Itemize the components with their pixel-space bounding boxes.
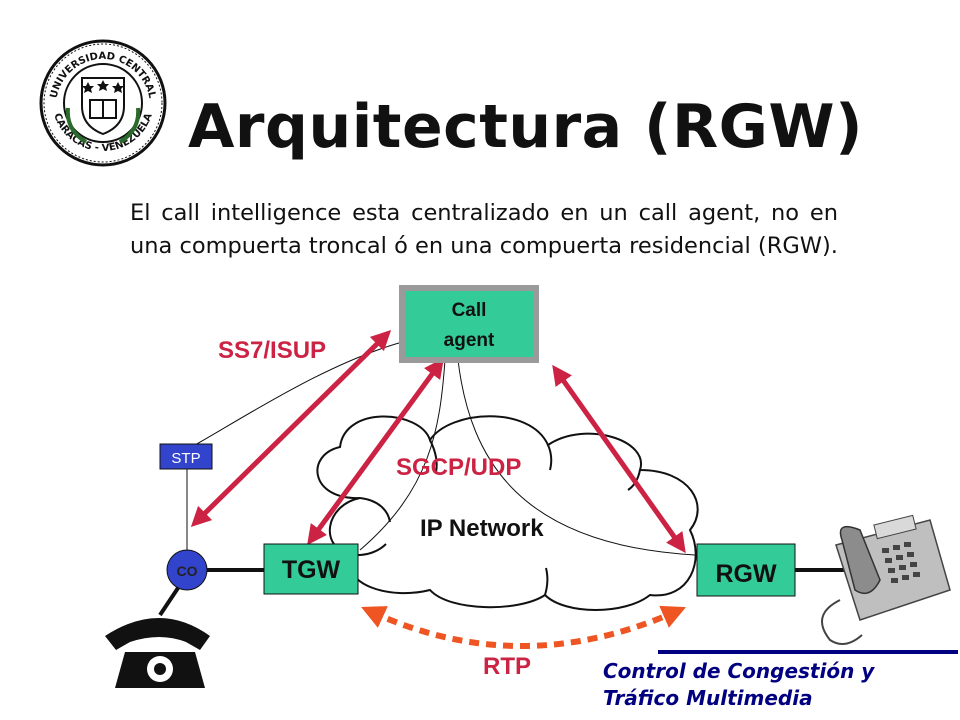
tgw-label: TGW [282, 556, 341, 584]
sgcp-arrow-rgw [552, 364, 686, 554]
description-text: El call intelligence esta centralizado e… [130, 200, 838, 259]
sgcp-arrow-tgw [307, 357, 444, 546]
rtp-label: RTP [483, 653, 531, 680]
ss7-isup-label: SS7/ISUP [218, 337, 326, 364]
ip-network-label: IP Network [420, 515, 544, 542]
rgw-label: RGW [715, 560, 777, 588]
footer-divider [658, 650, 958, 654]
stp-label: STP [171, 450, 200, 467]
footer-line-2: Tráfico Multimedia [603, 686, 813, 710]
call-agent-label-2: agent [444, 330, 495, 351]
stp-node: STP [159, 443, 213, 470]
call-agent-box: Call agent [399, 285, 539, 363]
footer-text: Control de Congestión y Tráfico Multimed… [603, 658, 960, 712]
co-node: CO [166, 549, 208, 591]
rgw-node: RGW [696, 543, 796, 597]
tgw-node: TGW [263, 543, 359, 595]
page-title: Arquitectura (RGW) [188, 92, 864, 162]
university-seal-logo: UNIVERSIDAD CENTRAL CARACAS - VENEZUELA [39, 39, 167, 167]
telephone-icon [105, 618, 210, 688]
sgcp-udp-label: SGCP/UDP [396, 454, 521, 481]
cloud-icon [316, 415, 699, 611]
desk-phone-icon [821, 514, 951, 645]
rtp-arrow [361, 605, 686, 649]
co-label: CO [177, 563, 198, 579]
footer-line-1: Control de Congestión y [603, 659, 875, 683]
call-agent-label-1: Call [452, 300, 487, 321]
